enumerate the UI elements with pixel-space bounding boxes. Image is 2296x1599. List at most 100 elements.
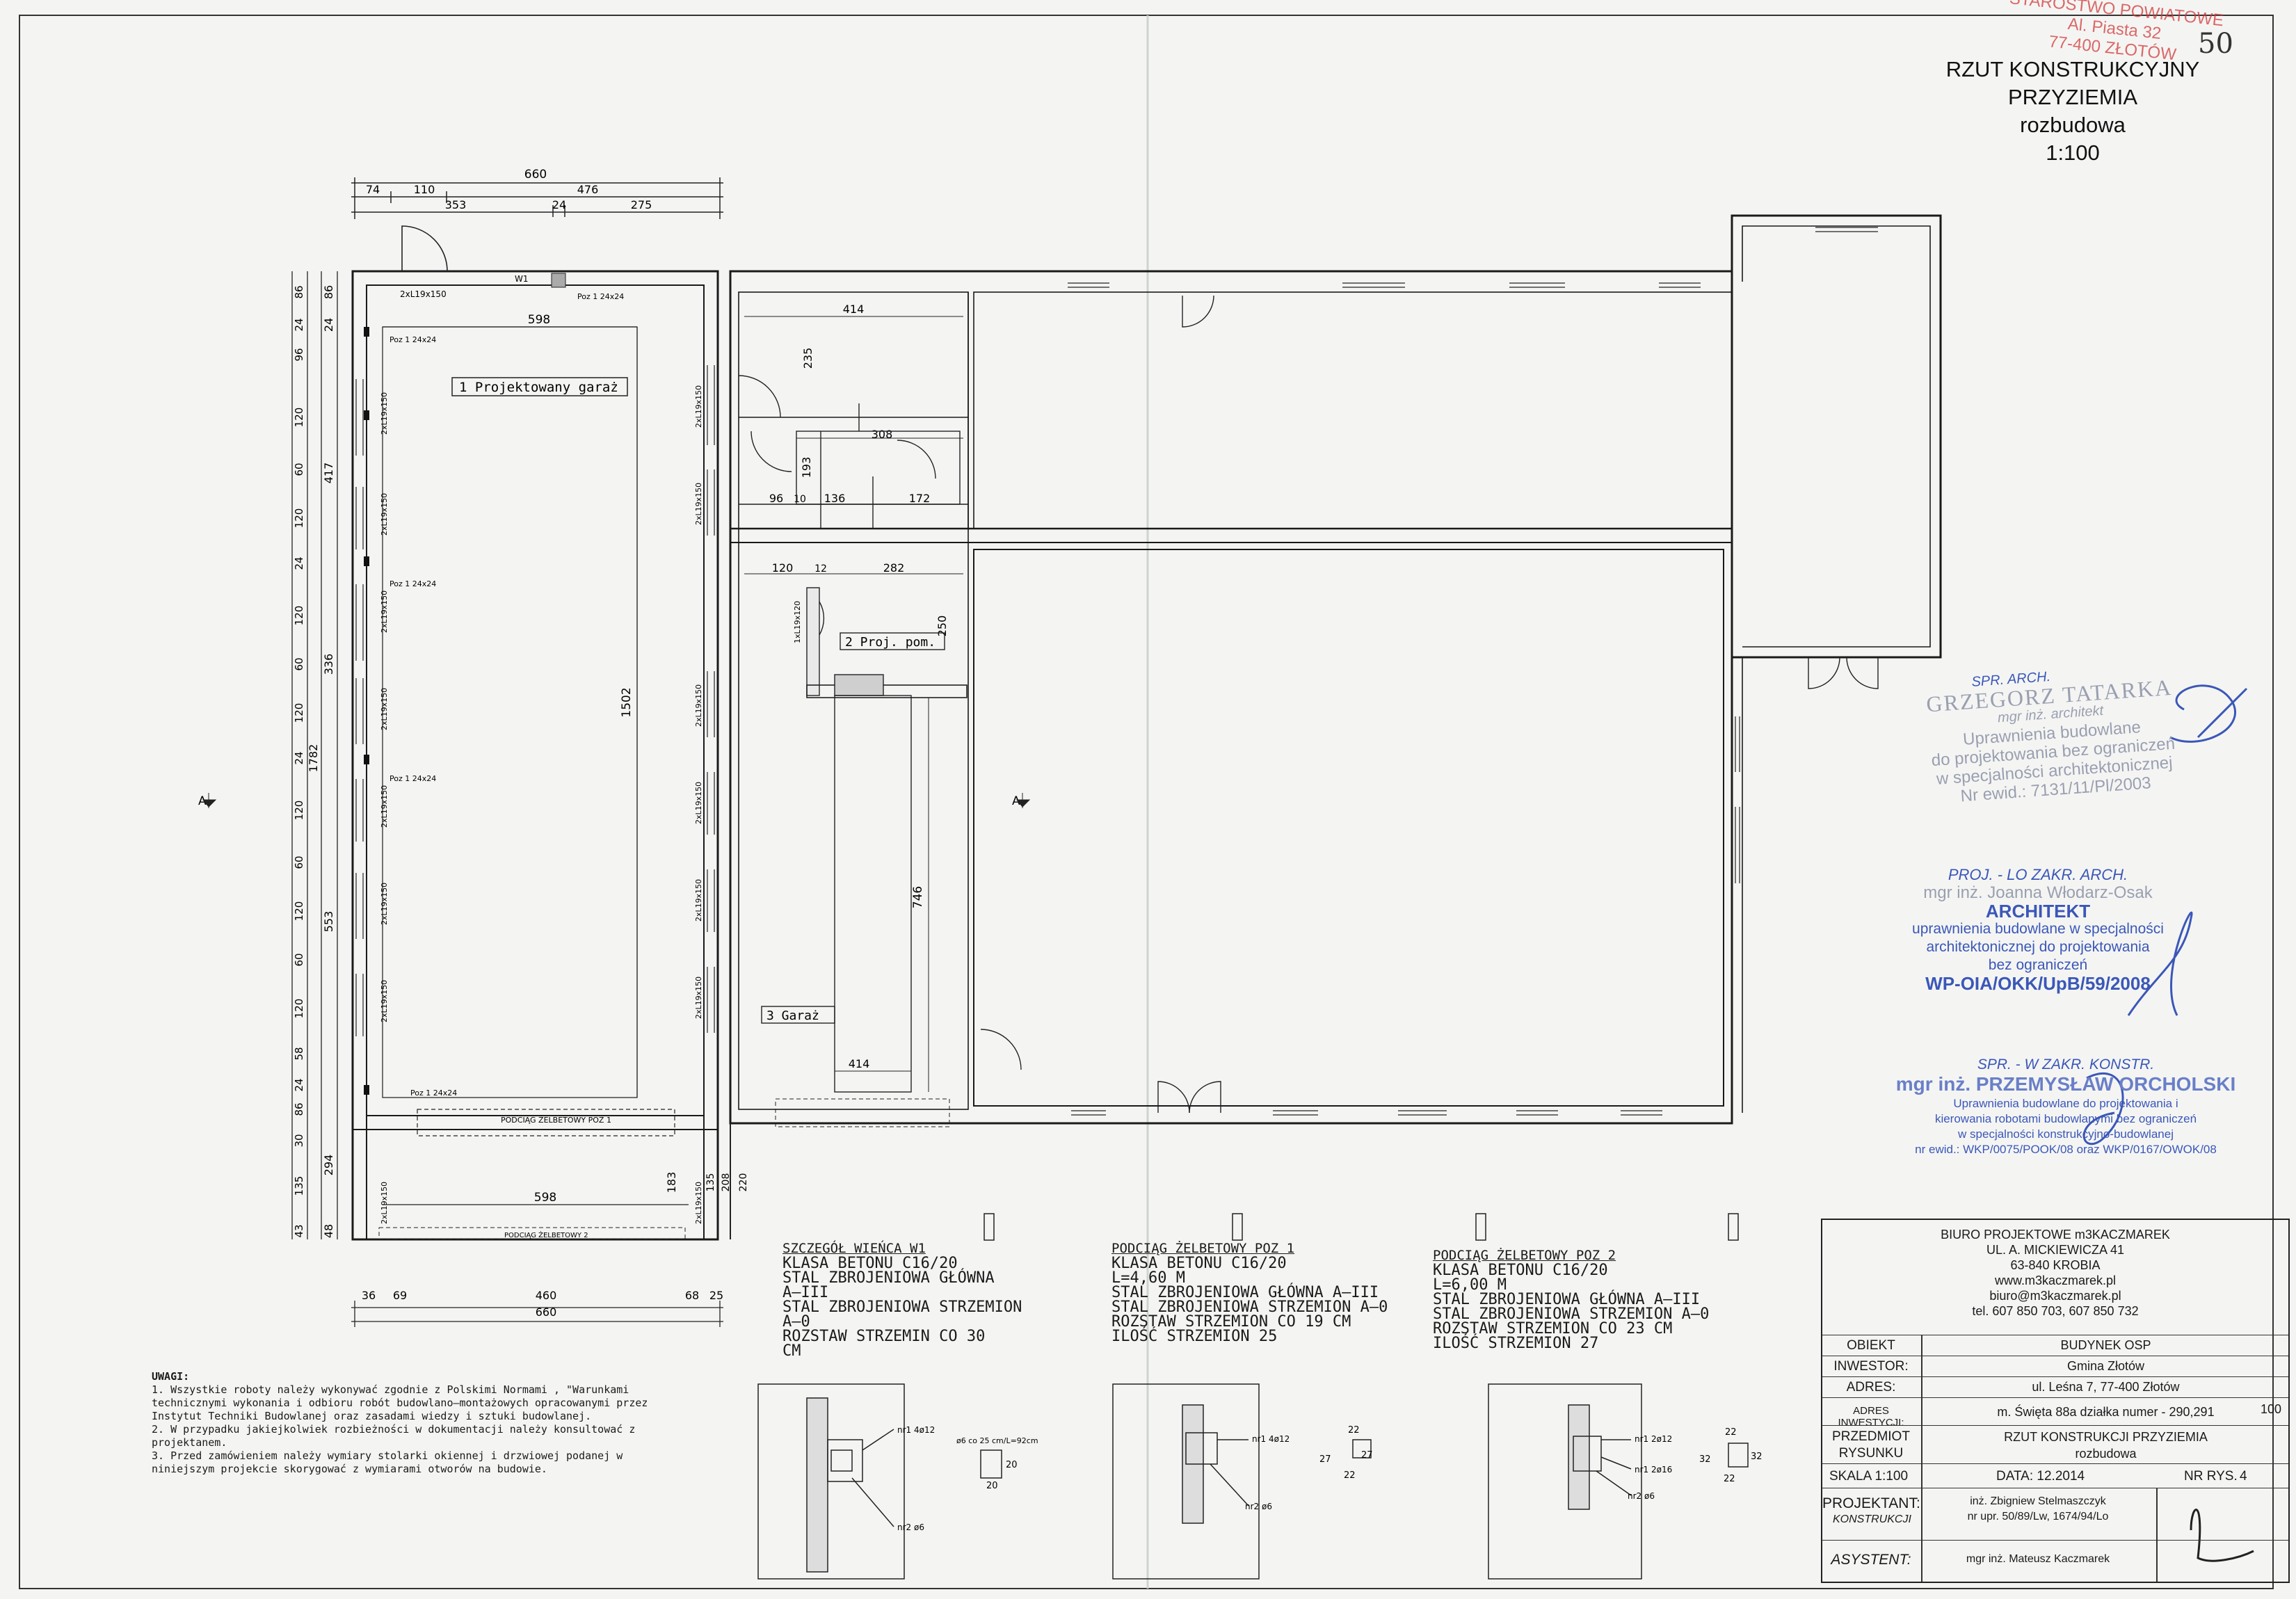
label-poz1-top-right: Poz 1 24x24 xyxy=(577,292,624,301)
detail-w1-drawing xyxy=(757,1383,1002,1580)
dim-414-top: 414 xyxy=(843,303,865,316)
left-wall-beam-labels: 2xL19x150 2xL19x150 2xL19x150 2xL19x150 … xyxy=(380,392,389,1022)
beam-label-r6: 2xL19x150 xyxy=(694,977,703,1019)
poz2-size-32-left: 32 xyxy=(1699,1454,1711,1465)
dim-left-o19: 86 xyxy=(293,1102,305,1116)
column-top xyxy=(551,273,566,288)
dim-220: 220 xyxy=(738,1173,749,1192)
dim-left-m8: 48 xyxy=(322,1224,335,1238)
detail-poz1-drawing xyxy=(1112,1383,1372,1580)
dim-top-24: 24 xyxy=(552,198,566,211)
dim-282: 282 xyxy=(883,561,905,574)
constructor-line5: nr ewid.: WKP/0075/POOK/08 oraz WKP/0167… xyxy=(1915,1143,2217,1156)
beam-label-strip-right: 2xL19x150 xyxy=(694,1182,703,1224)
dim-308: 308 xyxy=(872,428,893,441)
dim-left-m5: 1782 xyxy=(307,744,320,773)
tb-projektant-note: KONSTRUKCJI xyxy=(1833,1513,1911,1525)
dim-left-o14: 120 xyxy=(293,901,305,922)
architect-stamp-2: PROJ. - LO ZAKR. ARCH. mgr inż. Joanna W… xyxy=(1878,866,2198,993)
architect2-reg: WP-OIA/OKK/UpB/59/2008 xyxy=(1925,973,2151,994)
title-line4: 1:100 xyxy=(2046,140,2100,165)
tb-drawing-number-label: NR RYS. xyxy=(2184,1469,2238,1484)
left-dimension-lines xyxy=(291,271,338,1239)
tb-adres-inwestycji-value: m. Święta 88a działka numer - 290,291 xyxy=(1997,1405,2215,1419)
room-3-bottom-beam xyxy=(775,1098,950,1127)
section-mark-a-left: A xyxy=(198,794,207,808)
constructor-line4: w specjalności konstrukcyjno-budowlanej xyxy=(1958,1127,2174,1141)
room-2-tag xyxy=(840,632,945,650)
dim-left-o18: 24 xyxy=(293,1078,305,1091)
label-poz1-mid1: Poz 1 24x24 xyxy=(390,579,436,588)
sheet-number: 50 xyxy=(2198,28,2233,60)
dim-183: 183 xyxy=(665,1172,678,1194)
poz2-rebar-secondary: nr1 2ø16 xyxy=(1635,1465,1672,1475)
dim-top-476: 476 xyxy=(577,183,599,196)
detail-poz1-line5: ROZSTAW STRZEMION CO 19 CM xyxy=(1111,1313,1351,1331)
podciag-2-label: PODCIĄG ŻELBETOWY 2 xyxy=(504,1230,588,1239)
tb-vertical-divider xyxy=(1921,1335,1922,1582)
tb-office-name: BIURO PROJEKTOWE m3KACZMAREK xyxy=(1941,1228,2170,1242)
architect2-line5: bez ograniczeń xyxy=(1988,957,2088,973)
detail-poz2-line6: ILOŚĆ STRZEMION 27 xyxy=(1433,1335,1599,1352)
dim-250: 250 xyxy=(936,616,949,637)
dim-left-m7: 294 xyxy=(322,1155,335,1176)
title-line1: RZUT KONSTRUKCYJNY xyxy=(1945,57,2200,81)
tb-row-projektant: PROJEKTANT: KONSTRUKCJI inż. Zbigniew St… xyxy=(1822,1488,2288,1541)
architect2-title: ARCHITEKT xyxy=(1985,901,2091,922)
detail-poz1-line3: STAL ZBROJENIOWA GŁÓWNA A–III xyxy=(1111,1284,1379,1301)
dim-235: 235 xyxy=(801,348,814,369)
label-poz1-mid2: Poz 1 24x24 xyxy=(390,774,436,783)
dim-135-strip: 135 xyxy=(705,1173,716,1192)
tb-przedmiot-label-1: PRZEDMIOT xyxy=(1832,1429,1910,1444)
tb-office-web: www.m3kaczmarek.pl xyxy=(1994,1273,2117,1287)
signature-architect-2 xyxy=(2127,911,2193,1016)
garage-walls xyxy=(351,270,719,1241)
dim-193: 193 xyxy=(800,457,813,479)
tb-row-asystent: ASYSTENT: mgr inż. Mateusz Kaczmarek xyxy=(1822,1540,2288,1582)
detail-w1-line3: A–III xyxy=(782,1284,829,1301)
tb-przedmiot-label-2: RYSUNKU xyxy=(1838,1446,1904,1461)
dim-bottom-36: 36 xyxy=(362,1289,376,1302)
section-arrow-right xyxy=(1015,793,1031,808)
dim-left-m2: 24 xyxy=(322,318,335,332)
notes-heading: UWAGI: xyxy=(152,1370,190,1383)
label-poz1-bottom: Poz 1 24x24 xyxy=(410,1088,457,1098)
large-hall xyxy=(973,549,1724,1107)
tb-row-adres: ADRES: ul. Leśna 7, 77-400 Złotów xyxy=(1822,1376,2288,1398)
sheet-border xyxy=(19,15,2274,1589)
dim-left-m6: 553 xyxy=(322,911,335,933)
room-2-partition xyxy=(806,587,820,696)
beam-label-r5: 2xL19x150 xyxy=(694,879,703,922)
poz2-size-22-bottom: 22 xyxy=(1724,1474,1735,1484)
tb-row-adres-inwestycji: ADRES INWESTYCJI: m. Święta 88a działka … xyxy=(1822,1397,2288,1429)
detail-poz2-drawing xyxy=(1488,1383,1749,1580)
poz1-size-22-top: 22 xyxy=(1348,1425,1360,1436)
w1-size-20-b: 20 xyxy=(1006,1460,1018,1470)
dim-left-o9: 60 xyxy=(293,657,305,670)
beam-label-l6: 2xL19x150 xyxy=(380,883,389,925)
signature-titleblock xyxy=(2190,1509,2254,1562)
room-1-label: 1 Projektowany garaż xyxy=(459,380,618,395)
beam-label-strip-left: 2xL19x150 xyxy=(380,1182,389,1224)
tb-asystent-label: ASYSTENT: xyxy=(1831,1552,1911,1568)
dim-left-o3: 96 xyxy=(293,348,305,361)
detail-w1-line2: STAL ZBROJENIOWA GŁÓWNA xyxy=(782,1269,995,1287)
tb-obiekt-label: OBIEKT xyxy=(1847,1338,1895,1353)
detail-poz2-line1: KLASA BETONU C16/20 xyxy=(1433,1262,1608,1279)
door-hall-double-right xyxy=(1189,1081,1221,1114)
dim-left-o10: 120 xyxy=(293,703,305,723)
w1-rebar-main: nr1 4ø12 xyxy=(897,1425,935,1435)
w1-rebar-stirrup: nr2 ø6 xyxy=(897,1522,924,1532)
architect-stamp-1: SPR. ARCH. GRZEGORZ TATARKA mgr inż. arc… xyxy=(1902,658,2202,810)
signature-constructor xyxy=(2082,1072,2124,1146)
tb-obiekt-value: BUDYNEK OSP xyxy=(2060,1338,2151,1352)
detail-poz2-line4: STAL ZBROJENIOWA STRZEMION A–0 xyxy=(1433,1305,1710,1323)
section-arrow-left xyxy=(202,793,217,808)
detail-w1-text: SZCZEGÓŁ WIEŃCA W1 KLASA BETONU C16/20 S… xyxy=(782,1242,1022,1359)
poz2-size-32-right: 32 xyxy=(1751,1452,1763,1462)
garage-right-wall-windows xyxy=(707,365,715,1033)
door-small-room-2 xyxy=(897,440,936,479)
beam-label-l2: 2xL19x150 xyxy=(380,493,389,536)
detail-poz1-line1: KLASA BETONU C16/20 xyxy=(1111,1255,1287,1272)
